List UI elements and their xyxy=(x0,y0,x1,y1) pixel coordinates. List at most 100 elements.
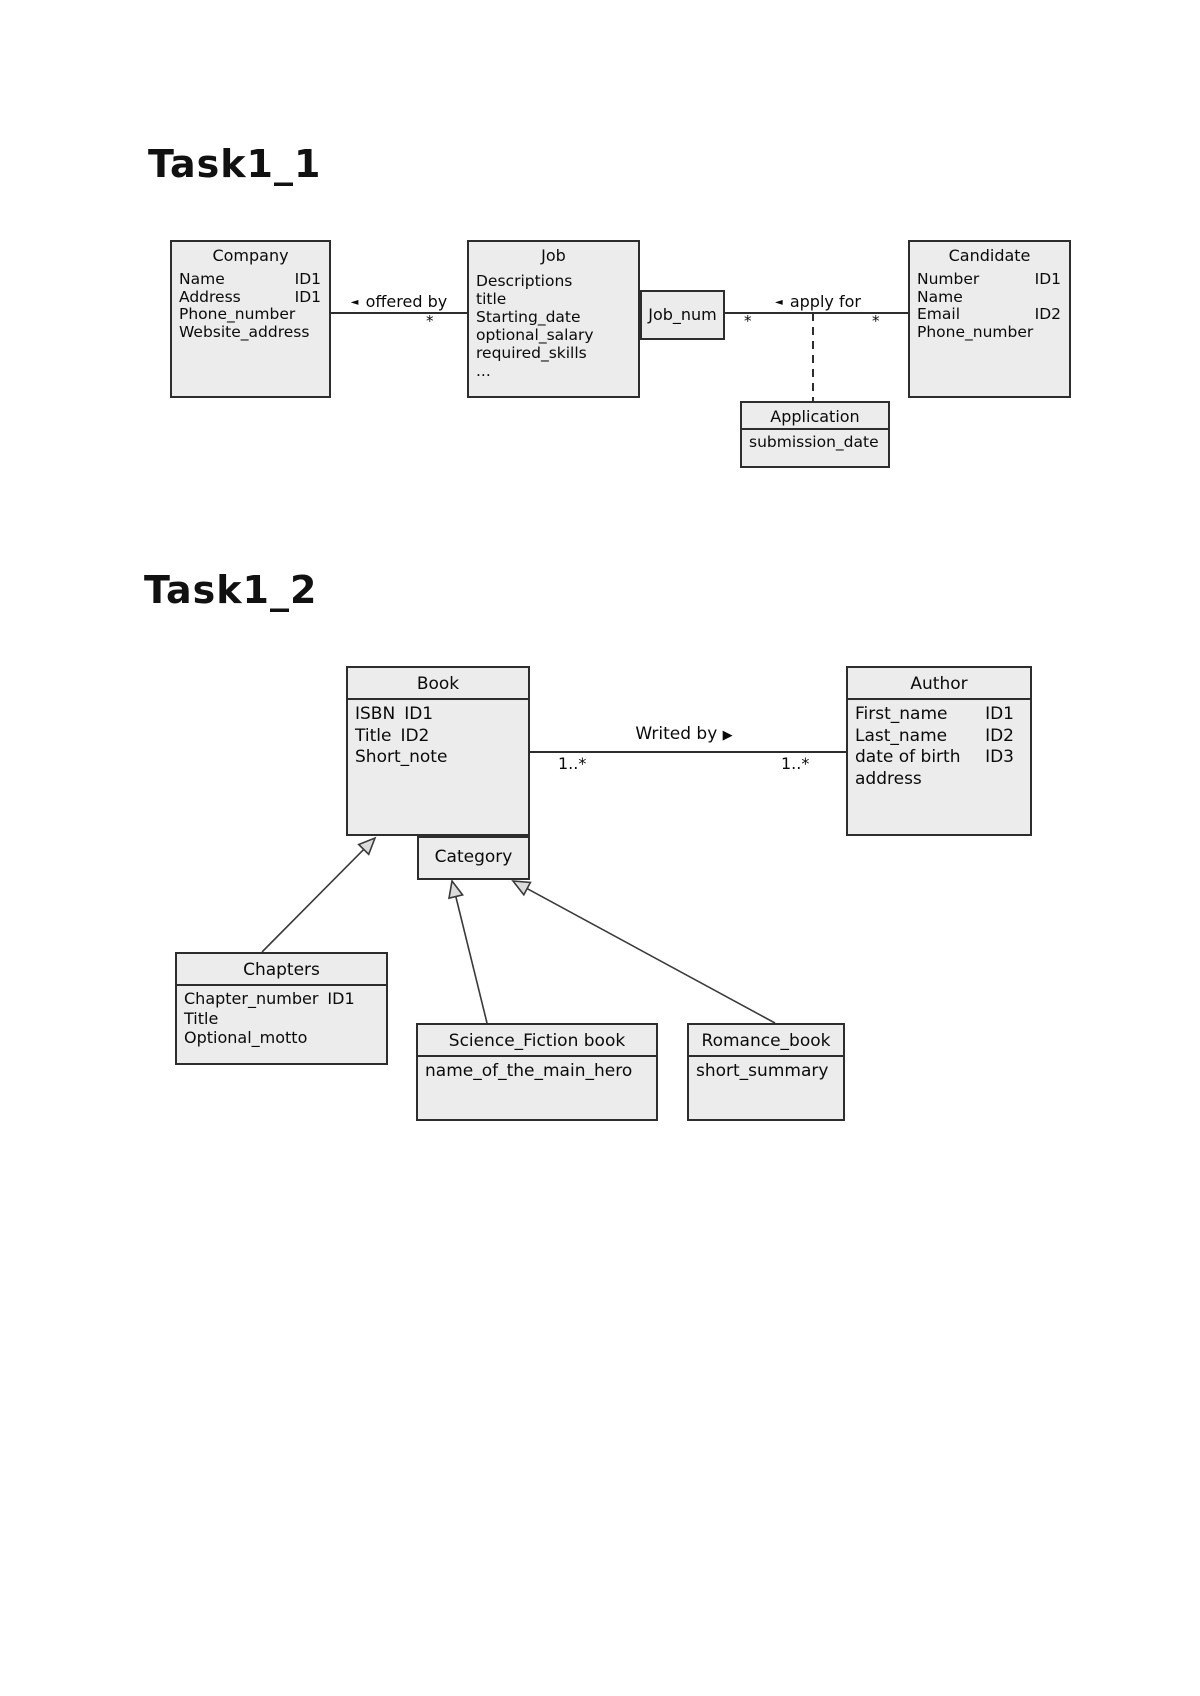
attribute-row: Short_note xyxy=(355,747,520,769)
right-arrow-icon: ▶ xyxy=(722,728,735,743)
attribute-name: ISBN xyxy=(355,704,396,724)
attribute-id: ID1 xyxy=(294,270,321,288)
attribute-row: optional_salary xyxy=(476,326,630,344)
attribute-name: First_name xyxy=(855,704,948,724)
class-chapters-attributes: Chapter_number ID1 Title Optional_motto xyxy=(177,986,386,1048)
attribute-name: Phone_number xyxy=(917,322,1034,341)
class-chapters: Chapters Chapter_number ID1 Title Optiona… xyxy=(175,952,388,1065)
attribute-name: Short_note xyxy=(355,747,448,767)
attribute-name: Email xyxy=(917,305,961,323)
category-box: Category xyxy=(417,836,530,880)
attribute-row: Descriptions xyxy=(476,272,630,290)
attribute-name: Starting_date xyxy=(476,308,581,326)
class-science-fiction-book: Science_Fiction book name_of_the_main_he… xyxy=(416,1023,658,1121)
attribute-row: address xyxy=(855,769,1014,791)
attribute-name: Title xyxy=(355,725,392,746)
attribute-row: required_skills xyxy=(476,344,630,362)
attribute-name: Title xyxy=(184,1008,219,1028)
attribute-name: Website_address xyxy=(179,322,310,341)
attribute-name: Phone_number xyxy=(179,305,296,323)
apply-for-label: ◄ apply for xyxy=(758,292,878,311)
attribute-name: address xyxy=(855,768,922,789)
class-chapters-title: Chapters xyxy=(177,954,386,986)
job-num-box: Job_num xyxy=(640,290,725,340)
attribute-id: ID3 xyxy=(985,747,1014,767)
attribute-row: Optional_motto xyxy=(184,1028,378,1048)
attribute-id: ID1 xyxy=(404,704,434,724)
class-job-attributes: Descriptions title Starting_date optiona… xyxy=(469,268,638,380)
writed-by-multiplicity-left: 1..* xyxy=(558,754,587,773)
attribute-row: name_of_the_main_hero xyxy=(425,1061,654,1083)
chapters-to-book-line xyxy=(261,848,365,953)
attribute-name: Address xyxy=(179,287,241,306)
chapters-generalization-arrowhead xyxy=(357,836,377,856)
attribute-name: name_of_the_main_hero xyxy=(425,1061,633,1081)
romance-to-category-line xyxy=(526,887,776,1024)
attribute-name: submission_date xyxy=(749,433,879,451)
offered-by-multiplicity: * xyxy=(426,312,434,330)
attribute-name: Optional_motto xyxy=(184,1028,308,1047)
attribute-row: Title xyxy=(184,1009,378,1029)
task1-1-heading: Task1_1 xyxy=(148,142,322,186)
attribute-row: Address ID1 xyxy=(179,287,321,307)
class-author-attributes: First_name ID1 Last_name ID2 date of birth… xyxy=(848,700,1030,790)
class-romance-title: Romance_book xyxy=(689,1025,843,1057)
attribute-id: ID2 xyxy=(985,725,1014,746)
class-book-title: Book xyxy=(348,668,528,700)
class-science-fiction-title: Science_Fiction book xyxy=(418,1025,656,1057)
class-author-title: Author xyxy=(848,668,1030,700)
apply-for-multiplicity-right: * xyxy=(872,312,880,330)
apply-for-text: apply for xyxy=(789,292,861,311)
attribute-name: optional_salary xyxy=(476,326,594,344)
attribute-row: title xyxy=(476,290,630,308)
attribute-row: ISBN ID1 xyxy=(355,704,520,726)
attribute-name: Last_name xyxy=(855,725,948,746)
attribute-row: date of birth ID3 xyxy=(855,747,1014,769)
class-author: Author First_name ID1 Last_name ID2 date o… xyxy=(846,666,1032,836)
attribute-name: Chapter_number xyxy=(184,989,319,1008)
class-romance-attributes: short_summary xyxy=(689,1057,843,1083)
attribute-row: Email ID2 xyxy=(917,305,1061,324)
attribute-id: ID1 xyxy=(985,704,1014,724)
attribute-name: short_summary xyxy=(696,1061,829,1081)
attribute-row: submission_date xyxy=(749,433,880,452)
writed-by-multiplicity-right: 1..* xyxy=(781,754,810,773)
left-arrow-icon: ◄ xyxy=(350,297,361,308)
attribute-row: Phone_number xyxy=(917,322,1061,342)
class-company-title: Company xyxy=(212,246,289,265)
class-job-title: Job xyxy=(541,246,566,265)
romance-generalization-arrowhead xyxy=(511,880,532,897)
task1-2-heading: Task1_2 xyxy=(144,568,318,612)
attribute-name: Name xyxy=(917,287,963,306)
science-fiction-to-category-line xyxy=(455,896,488,1024)
apply-for-multiplicity-left: * xyxy=(744,312,752,330)
attribute-row: Chapter_number ID1 xyxy=(184,989,378,1009)
attribute-id: ID1 xyxy=(327,989,355,1008)
class-science-fiction-attributes: name_of_the_main_hero xyxy=(418,1057,656,1083)
class-romance-book: Romance_book short_summary xyxy=(687,1023,845,1121)
attribute-row: Website_address xyxy=(179,322,321,342)
attribute-name: ... xyxy=(476,362,491,380)
class-application-attributes: submission_date xyxy=(742,430,888,452)
writed-by-label: Writed by ▶ xyxy=(610,724,760,744)
attribute-name: required_skills xyxy=(476,344,587,362)
class-job: Job Descriptions title Starting_date opt… xyxy=(467,240,640,398)
attribute-row: ... xyxy=(476,362,630,380)
attribute-id: ID1 xyxy=(1034,270,1061,288)
attribute-id: ID1 xyxy=(294,287,321,306)
attribute-id: ID2 xyxy=(1034,305,1061,323)
attribute-name: date of birth xyxy=(855,747,961,767)
class-application-title: Application xyxy=(742,403,888,430)
left-arrow-icon: ◄ xyxy=(775,297,785,308)
attribute-row: Name xyxy=(917,287,1061,307)
attribute-name: Name xyxy=(179,270,225,288)
